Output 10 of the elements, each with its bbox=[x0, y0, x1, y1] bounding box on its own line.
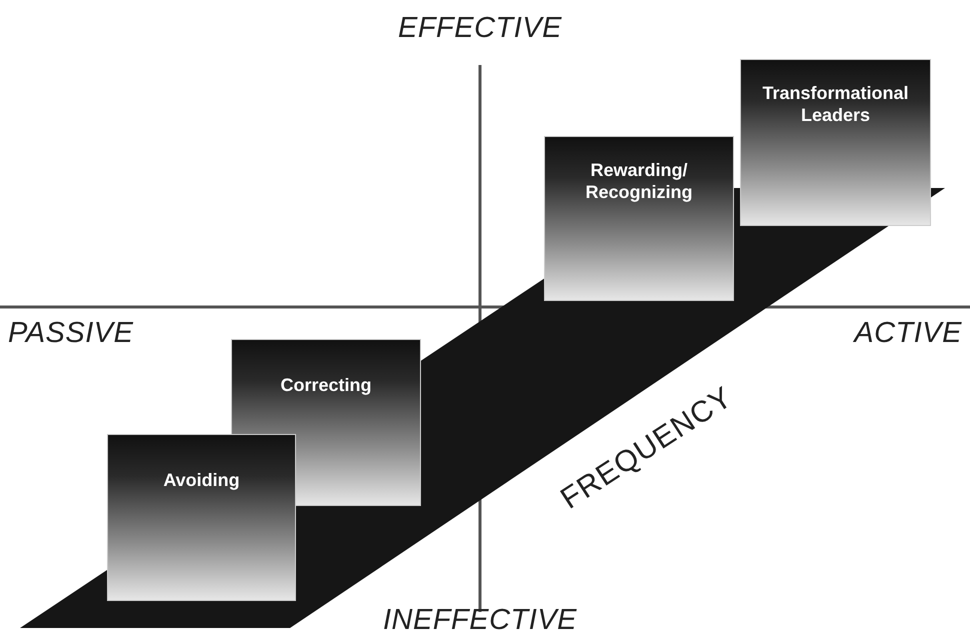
box-label: Rewarding/ Recognizing bbox=[584, 159, 694, 203]
box-label: Transformational Leaders bbox=[761, 82, 910, 126]
box-label: Correcting bbox=[280, 374, 372, 396]
axis-label: INEFFECTIVE bbox=[383, 604, 577, 637]
gradient-box bbox=[545, 137, 733, 300]
axis-label: ACTIVE bbox=[854, 317, 962, 350]
box-label: Avoiding bbox=[163, 469, 240, 491]
gradient-box bbox=[741, 60, 930, 225]
axis-label: PASSIVE bbox=[8, 317, 134, 350]
axis-label: EFFECTIVE bbox=[398, 12, 562, 45]
